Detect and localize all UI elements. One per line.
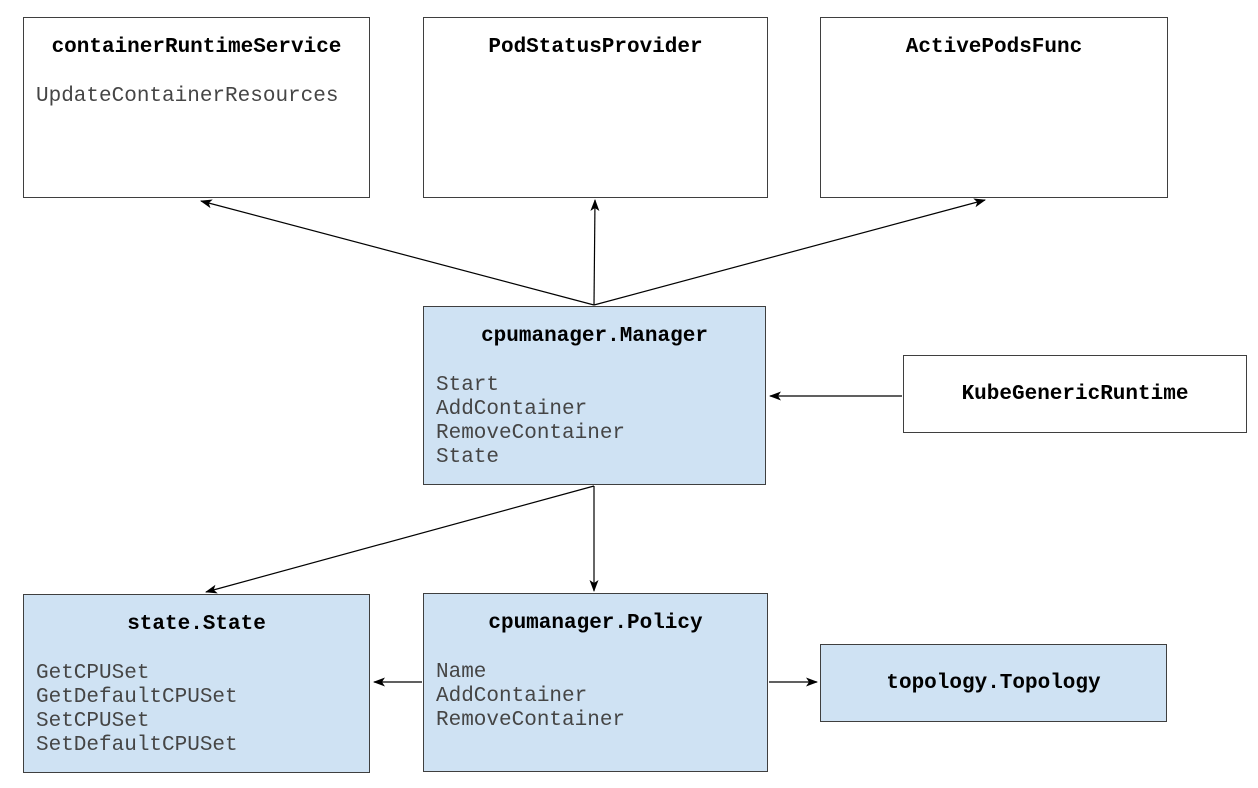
- node-title: state.State: [127, 613, 266, 636]
- node-cpumanager-manager: cpumanager.Manager Start AddContainer Re…: [423, 306, 766, 485]
- node-container-runtime-service: containerRuntimeService UpdateContainerR…: [23, 17, 370, 198]
- method-label: RemoveContainer: [436, 422, 626, 445]
- method-label: AddContainer: [436, 398, 588, 421]
- node-title: ActivePodsFunc: [905, 36, 1083, 59]
- method-label: AddContainer: [436, 685, 588, 708]
- arrow-manager-to-active-pods-func: [593, 198, 986, 306]
- node-pod-status-provider: PodStatusProvider: [423, 17, 768, 198]
- method-label: SetCPUSet: [36, 710, 150, 733]
- node-state-state: state.State GetCPUSet GetDefaultCPUSet S…: [23, 594, 370, 773]
- method-label: Start: [436, 374, 500, 397]
- node-method-list: GetCPUSet GetDefaultCPUSet SetCPUSet Set…: [24, 662, 369, 758]
- arrow-manager-to-pod-status-provider: [590, 199, 600, 306]
- node-kube-generic-runtime: KubeGenericRuntime: [903, 355, 1247, 433]
- node-method-list: UpdateContainerResources: [24, 85, 369, 109]
- arrow-manager-to-state-state: [205, 485, 595, 594]
- node-title: KubeGenericRuntime: [961, 382, 1189, 406]
- method-label: Name: [436, 661, 487, 684]
- node-title: PodStatusProvider: [488, 36, 703, 59]
- node-title: cpumanager.Policy: [488, 612, 703, 635]
- node-method-list: Start AddContainer RemoveContainer State: [424, 374, 765, 470]
- node-title: cpumanager.Manager: [481, 325, 708, 348]
- node-method-list: Name AddContainer RemoveContainer: [424, 661, 767, 733]
- node-cpumanager-policy: cpumanager.Policy Name AddContainer Remo…: [423, 593, 768, 772]
- method-label: SetDefaultCPUSet: [36, 734, 238, 757]
- node-title: containerRuntimeService: [51, 36, 342, 59]
- method-label: GetDefaultCPUSet: [36, 686, 238, 709]
- node-topology-topology: topology.Topology: [820, 644, 1167, 722]
- method-label: State: [436, 446, 500, 469]
- method-label: RemoveContainer: [436, 709, 626, 732]
- method-label: GetCPUSet: [36, 662, 150, 685]
- arrow-manager-to-container-runtime-service: [200, 199, 595, 306]
- method-label: UpdateContainerResources: [36, 85, 339, 108]
- node-active-pods-func: ActivePodsFunc: [820, 17, 1168, 198]
- node-title: topology.Topology: [886, 671, 1101, 695]
